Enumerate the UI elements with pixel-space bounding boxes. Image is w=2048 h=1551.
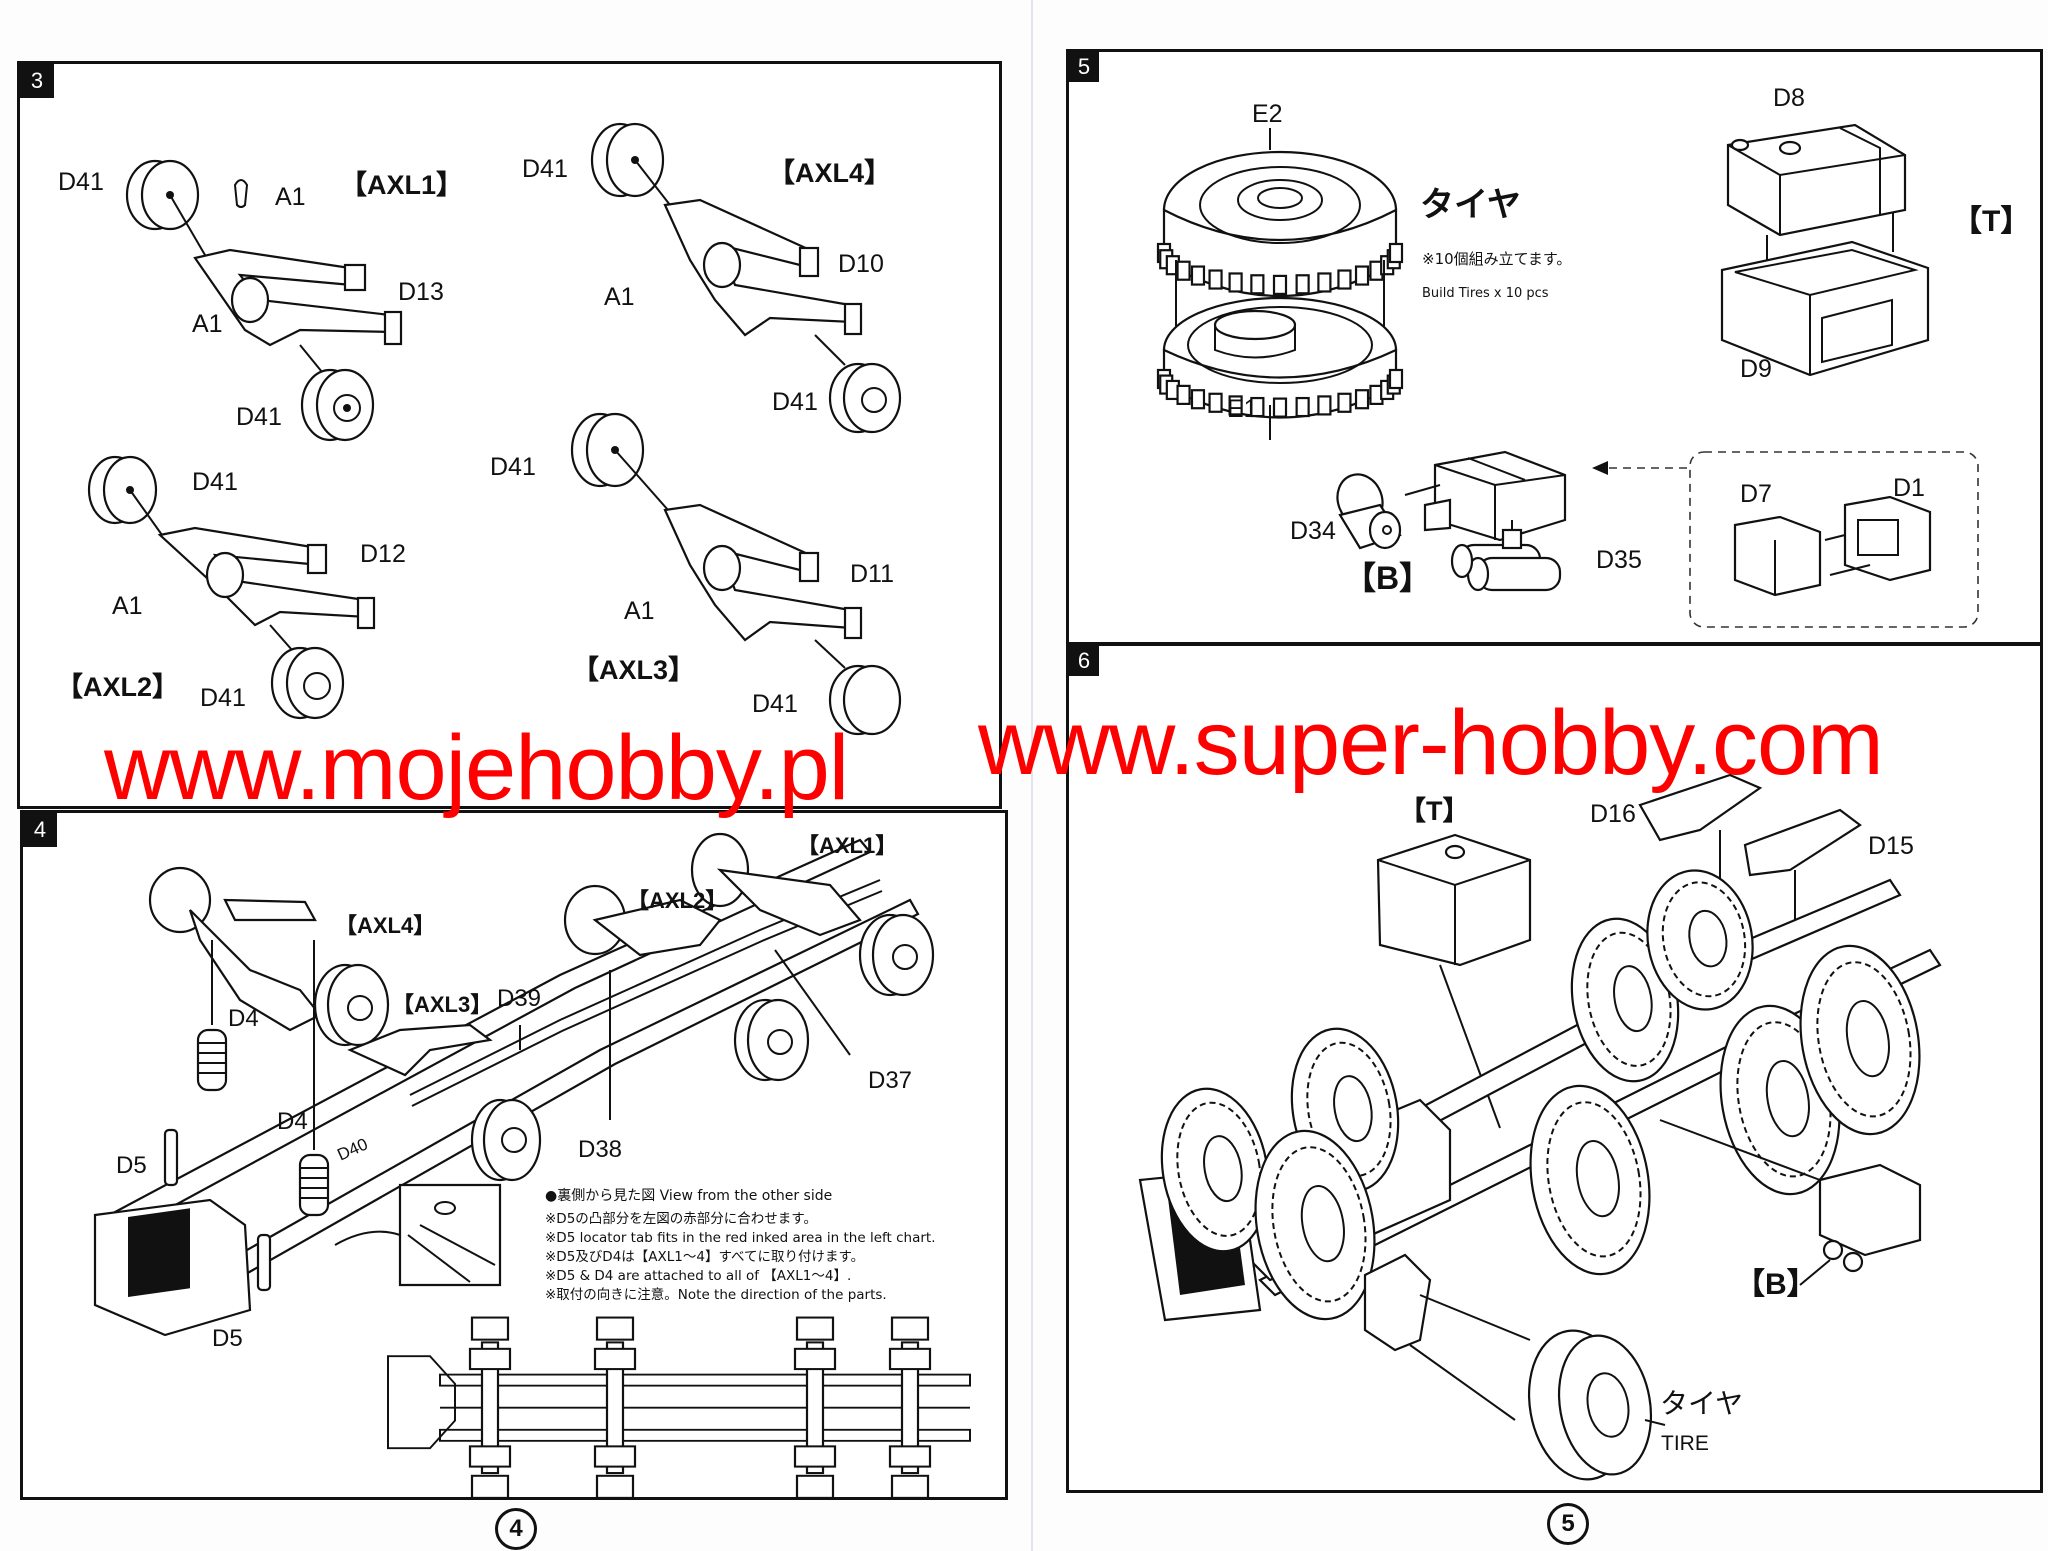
part-label-d5: D5 bbox=[212, 1325, 243, 1352]
step-number-badge: 5 bbox=[1069, 52, 1099, 82]
tire-title-jp: タイヤ bbox=[1420, 185, 1521, 225]
note-d5-d4-jp: ※D5及びD4は【AXL1～4】すべてに取り付けます。 bbox=[545, 1249, 865, 1265]
axl4-illustration bbox=[590, 122, 902, 434]
part-label-d13: D13 bbox=[398, 278, 444, 306]
part-label-d8: D8 bbox=[1773, 84, 1805, 112]
watermark-mojehobby: www.mojehobby.pl bbox=[104, 717, 849, 819]
part-label-d7: D7 bbox=[1740, 480, 1772, 508]
part-label-d16: D16 bbox=[1590, 800, 1636, 828]
chassis-top-view-schematic bbox=[387, 1316, 971, 1499]
part-label-d41: D41 bbox=[490, 453, 536, 481]
part-label-a1: A1 bbox=[192, 310, 223, 338]
axl2-illustration bbox=[87, 455, 376, 720]
part-label-d39: D39 bbox=[497, 985, 542, 1012]
tire-label-en: TIRE bbox=[1661, 1432, 1709, 1455]
part-label-d1: D1 bbox=[1893, 474, 1925, 502]
group-label-b: 【B】 bbox=[1735, 1268, 1817, 1301]
part-label-d41: D41 bbox=[200, 684, 246, 712]
part-label-e2: E2 bbox=[1252, 100, 1283, 128]
part-label-d37: D37 bbox=[868, 1067, 913, 1094]
watermark-super-hobby: www.super-hobby.com bbox=[978, 692, 1884, 794]
part-label-d41: D41 bbox=[522, 155, 568, 183]
group-label-t: 【T】 bbox=[1952, 205, 2031, 238]
note-view-other-side: ●裏側から見た図 View from the other side bbox=[545, 1188, 833, 1204]
part-label-d4: D4 bbox=[228, 1005, 259, 1032]
page-gutter bbox=[1031, 0, 1033, 1551]
part-label-d38: D38 bbox=[578, 1136, 623, 1163]
note-d5-jp: ※D5の凸部分を左図の赤部分に合わせます。 bbox=[545, 1211, 817, 1227]
part-label-d11: D11 bbox=[850, 560, 895, 588]
group-label-axl4: 【AXL4】 bbox=[768, 158, 892, 188]
group-label-t: 【T】 bbox=[1399, 796, 1470, 826]
part-label-d41: D41 bbox=[772, 388, 818, 416]
part-label-d10: D10 bbox=[838, 250, 884, 278]
group-label-b: 【B】 bbox=[1344, 560, 1432, 596]
battery-box-illustration bbox=[1336, 450, 1979, 628]
part-label-d9: D9 bbox=[1740, 355, 1772, 383]
group-label-axl1: 【AXL1】 bbox=[340, 170, 464, 200]
step-number-badge: 3 bbox=[20, 64, 54, 98]
step-number-badge: 4 bbox=[23, 813, 57, 847]
group-label-axl3: 【AXL3】 bbox=[572, 655, 696, 685]
tire-assembly-illustration bbox=[1156, 128, 1404, 440]
tire-note-en: Build Tires x 10 pcs bbox=[1422, 286, 1549, 301]
part-label-d34: D34 bbox=[1290, 517, 1336, 545]
part-label-d4: D4 bbox=[277, 1108, 308, 1135]
group-label-axl2: 【AXL2】 bbox=[627, 888, 728, 913]
part-label-d41: D41 bbox=[192, 468, 238, 496]
group-label-axl1: 【AXL1】 bbox=[797, 833, 898, 858]
axl1-illustration bbox=[125, 159, 403, 442]
part-label-d41: D41 bbox=[752, 690, 798, 718]
truck-chassis-illustration bbox=[1138, 773, 1942, 1481]
part-label-e1: E1 bbox=[1227, 395, 1258, 423]
page-number-left: 4 bbox=[495, 1508, 537, 1550]
chassis-axle-assembly-illustration bbox=[93, 832, 935, 1337]
part-label-d35: D35 bbox=[1596, 546, 1642, 574]
step-number-badge: 6 bbox=[1069, 646, 1099, 676]
group-label-axl4: 【AXL4】 bbox=[335, 913, 436, 938]
part-label-d5: D5 bbox=[116, 1152, 147, 1179]
fuel-tank-illustration bbox=[1720, 123, 1930, 377]
note-d5-en: ※D5 locator tab fits in the red inked ar… bbox=[545, 1230, 936, 1246]
part-label-a1: A1 bbox=[112, 592, 143, 620]
group-label-axl2: 【AXL2】 bbox=[56, 672, 180, 702]
part-label-a1: A1 bbox=[275, 183, 306, 211]
part-label-d41: D41 bbox=[236, 403, 282, 431]
note-direction: ※取付の向きに注意。Note the direction of the part… bbox=[545, 1287, 887, 1303]
tire-note-jp: ※10個組み立てます。 bbox=[1422, 250, 1572, 268]
axl3-illustration bbox=[570, 412, 902, 736]
part-label-d41: D41 bbox=[58, 168, 104, 196]
group-label-axl3: 【AXL3】 bbox=[392, 992, 493, 1017]
note-d5-d4-en: ※D5 & D4 are attached to all of 【AXL1～4】… bbox=[545, 1268, 852, 1284]
tire-label-jp: タイヤ bbox=[1660, 1387, 1744, 1420]
part-label-d15: D15 bbox=[1868, 832, 1914, 860]
part-label-d12: D12 bbox=[360, 540, 406, 568]
page-number-right: 5 bbox=[1547, 1503, 1589, 1545]
part-label-a1: A1 bbox=[604, 283, 635, 311]
part-label-a1: A1 bbox=[624, 597, 655, 625]
